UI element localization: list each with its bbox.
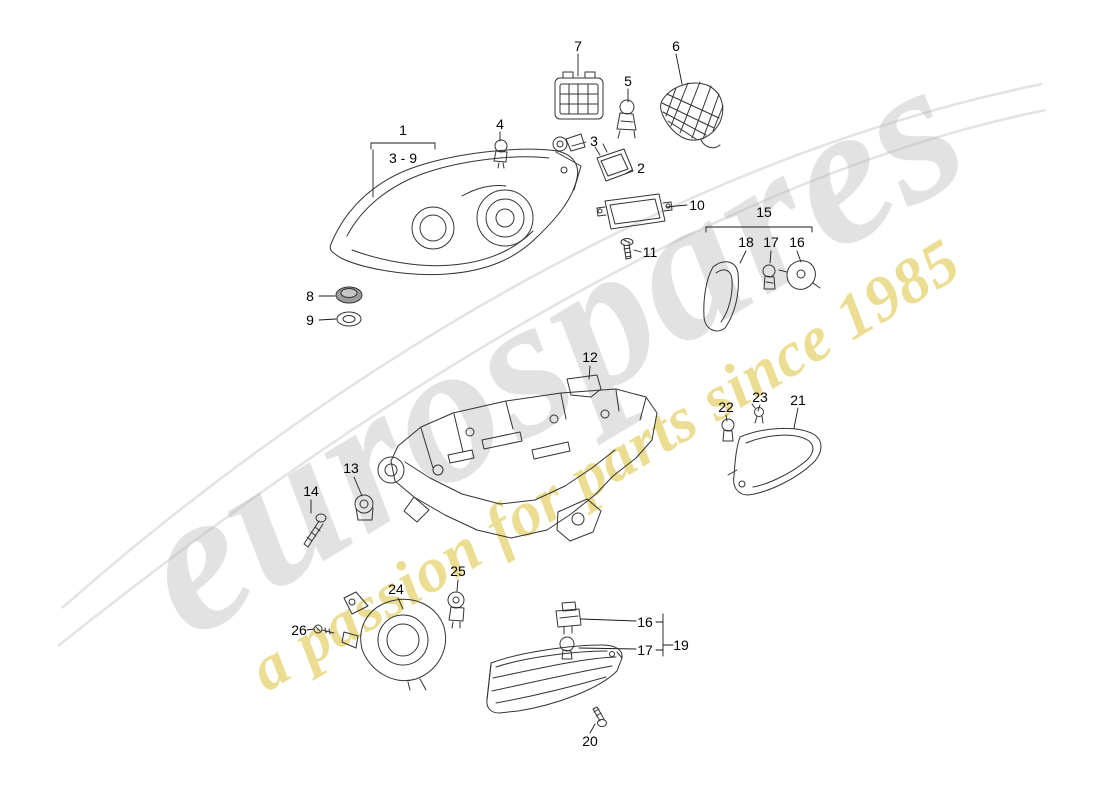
callout-5-5[interactable]: 5 [624,73,632,89]
callout-17-17[interactable]: 17 [763,234,779,250]
screw-26-drawing [314,625,334,634]
callout-1-0[interactable]: 1 [399,122,407,138]
third-brake-light-19-drawing [487,645,622,713]
callout-9-9[interactable]: 9 [306,312,314,328]
air-vent-6-drawing [661,82,723,148]
callout-6-6[interactable]: 6 [672,38,680,54]
callout-24-22[interactable]: 24 [388,581,404,597]
ballast-unit-10-drawing [597,194,672,229]
bulb-3-drawing [553,134,585,151]
callout-17-26[interactable]: 17 [637,642,653,658]
callout-10-10[interactable]: 10 [689,197,705,213]
carrier-bracket-12-drawing [378,375,657,541]
callout-22-20[interactable]: 22 [718,399,734,415]
connector-cover-7-drawing [555,72,603,119]
callout-3-9-1[interactable]: 3 - 9 [388,150,418,166]
headlight-assembly-drawing [330,149,581,274]
callout-25-23[interactable]: 25 [450,563,466,579]
screw-20-drawing [593,707,607,727]
callout-16-18[interactable]: 16 [789,234,805,250]
bulb-17b-drawing [560,637,574,659]
sealing-ring-9-drawing [337,312,361,326]
callout-3-3[interactable]: 3 [590,133,598,149]
callout-26-24[interactable]: 26 [291,622,307,638]
bulb-socket-5-drawing [617,100,636,138]
callout-23-21[interactable]: 23 [752,389,768,405]
bulb-25-drawing [448,592,464,628]
callout-18-16[interactable]: 18 [738,234,754,250]
bulb-17-drawing [763,265,775,289]
socket-23-drawing [752,404,764,423]
bulb-22-drawing [722,419,734,441]
side-repeater-21-drawing [728,428,821,495]
callout-2-2[interactable]: 2 [637,160,645,176]
callout-15-15[interactable]: 15 [756,204,772,220]
bolt-14-drawing [304,514,326,547]
leader-lines [307,54,812,733]
callout-13-13[interactable]: 13 [343,460,359,476]
callout-7-7[interactable]: 7 [574,38,582,54]
side-marker-housing-18-drawing [704,262,739,331]
screw-11-drawing [621,239,633,260]
fog-light-24-drawing [342,592,446,690]
callout-19-27[interactable]: 19 [673,637,689,653]
callout-4-4[interactable]: 4 [496,116,504,132]
cap-8-drawing [336,287,362,303]
callout-14-14[interactable]: 14 [303,483,319,499]
callout-16-25[interactable]: 16 [637,614,653,630]
callout-11-11[interactable]: 11 [642,244,658,260]
bulb-socket-16b-drawing [556,602,581,634]
callout-12-12[interactable]: 12 [582,349,598,365]
bulb-socket-16-drawing [779,261,820,290]
bulb-4-drawing [494,140,507,168]
callout-20-28[interactable]: 20 [582,733,598,749]
bushing-13-drawing [355,495,373,520]
callout-21-19[interactable]: 21 [790,392,806,408]
callout-8-8[interactable]: 8 [306,288,314,304]
control-module-2-drawing [595,144,633,181]
